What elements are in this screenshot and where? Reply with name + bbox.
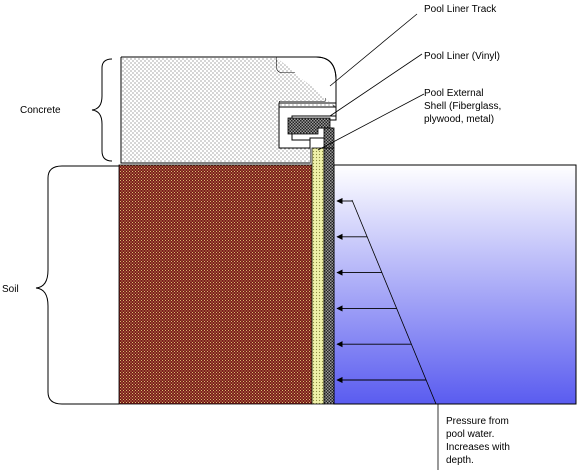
pool-external-shell <box>311 147 325 405</box>
soil-bracket <box>35 165 119 405</box>
pressure-triangle-line <box>351 199 437 405</box>
label-shell-3: plywood, metal) <box>424 114 494 125</box>
pool-water <box>333 164 577 405</box>
liner-track-leader <box>329 13 418 87</box>
pool-liner-vinyl <box>323 147 335 405</box>
label-concrete: Concrete <box>20 105 61 116</box>
label-pressure-3: Increases with <box>446 442 510 453</box>
label-soil: Soil <box>2 284 19 295</box>
liner-vinyl-leader <box>329 53 423 117</box>
shell-leader <box>317 93 425 151</box>
label-pressure-1: Pressure from <box>446 416 509 427</box>
label-liner-track: Pool Liner Track <box>424 4 497 15</box>
soil-block <box>118 164 313 405</box>
pressure-arrows <box>336 197 427 384</box>
label-liner-vinyl: Pool Liner (Vinyl) <box>424 51 500 62</box>
label-pressure-2: pool water. <box>446 429 494 440</box>
concrete-bracket <box>91 58 113 162</box>
label-shell-2: Shell (Fiberglass, <box>424 101 501 112</box>
liner-bead <box>287 117 331 135</box>
label-pressure-4: depth. <box>446 455 474 466</box>
label-shell-1: Pool External <box>424 88 483 99</box>
